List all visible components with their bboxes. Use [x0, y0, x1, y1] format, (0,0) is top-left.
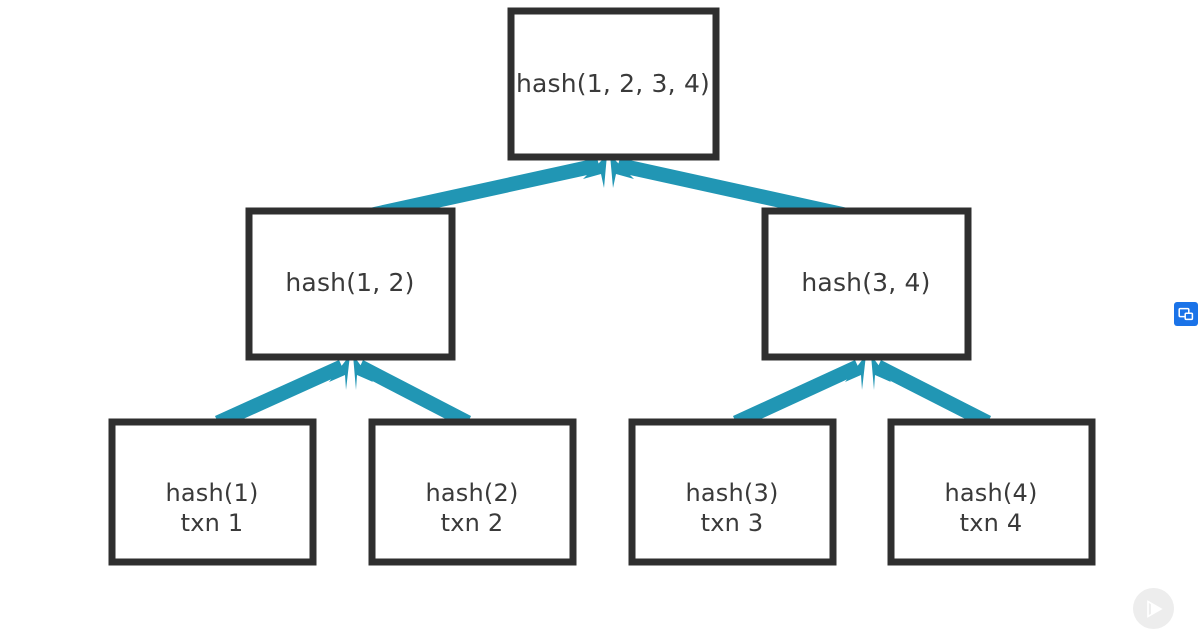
- node-root-box[interactable]: [507, 7, 720, 161]
- node-leaf-2-box[interactable]: [368, 418, 577, 566]
- node-mid-right-box[interactable]: [761, 207, 972, 361]
- edge-mid-left-to-root-arrowhead: [583, 155, 607, 188]
- node-leaf-2[interactable]: hash(2) txn 2: [368, 418, 577, 566]
- node-leaf-1-label: hash(1): [165, 479, 258, 507]
- node-leaf-4-label: hash(4): [944, 479, 1037, 507]
- edge-leaf-1-to-mid-left: [215, 360, 345, 429]
- node-root-label: hash(1, 2, 3, 4): [516, 69, 710, 98]
- node-leaf-4[interactable]: hash(4) txn 4: [887, 418, 1096, 566]
- present-to-window-icon[interactable]: [1174, 302, 1198, 326]
- edge-leaf-3-to-mid-right: [733, 360, 861, 429]
- node-leaf-3-sublabel: txn 3: [701, 509, 764, 537]
- edge-leaf-4-to-mid-right-arrowhead: [871, 355, 891, 390]
- node-mid-left-box[interactable]: [245, 207, 456, 361]
- play-icon[interactable]: [1133, 588, 1174, 629]
- node-leaf-2-label: hash(2): [425, 479, 518, 507]
- node-root[interactable]: hash(1, 2, 3, 4): [507, 7, 720, 161]
- node-leaf-1-box[interactable]: [108, 418, 317, 566]
- node-leaf-3[interactable]: hash(3) txn 3: [628, 418, 837, 566]
- node-leaf-4-box[interactable]: [887, 418, 1096, 566]
- node-leaf-3-label: hash(3): [685, 479, 778, 507]
- edge-leaf-1-to-mid-left-arrowhead: [329, 355, 350, 390]
- edge-leaf-2-to-mid-left: [357, 360, 471, 429]
- node-mid-right-label: hash(3, 4): [801, 268, 930, 297]
- node-leaf-4-sublabel: txn 4: [960, 509, 1023, 537]
- edge-leaf-4-to-mid-right: [875, 360, 991, 429]
- node-mid-right[interactable]: hash(3, 4): [761, 207, 972, 361]
- edge-mid-right-to-root-arrowhead: [610, 155, 634, 188]
- node-leaf-1[interactable]: hash(1) txn 1: [108, 418, 317, 566]
- node-mid-left-label: hash(1, 2): [285, 268, 414, 297]
- node-mid-left[interactable]: hash(1, 2): [245, 207, 456, 361]
- edge-leaf-2-to-mid-left-arrowhead: [353, 355, 373, 390]
- node-leaf-1-sublabel: txn 1: [181, 509, 244, 537]
- edge-leaf-3-to-mid-right-arrowhead: [845, 355, 866, 390]
- node-leaf-2-sublabel: txn 2: [441, 509, 504, 537]
- node-leaf-3-box[interactable]: [628, 418, 837, 566]
